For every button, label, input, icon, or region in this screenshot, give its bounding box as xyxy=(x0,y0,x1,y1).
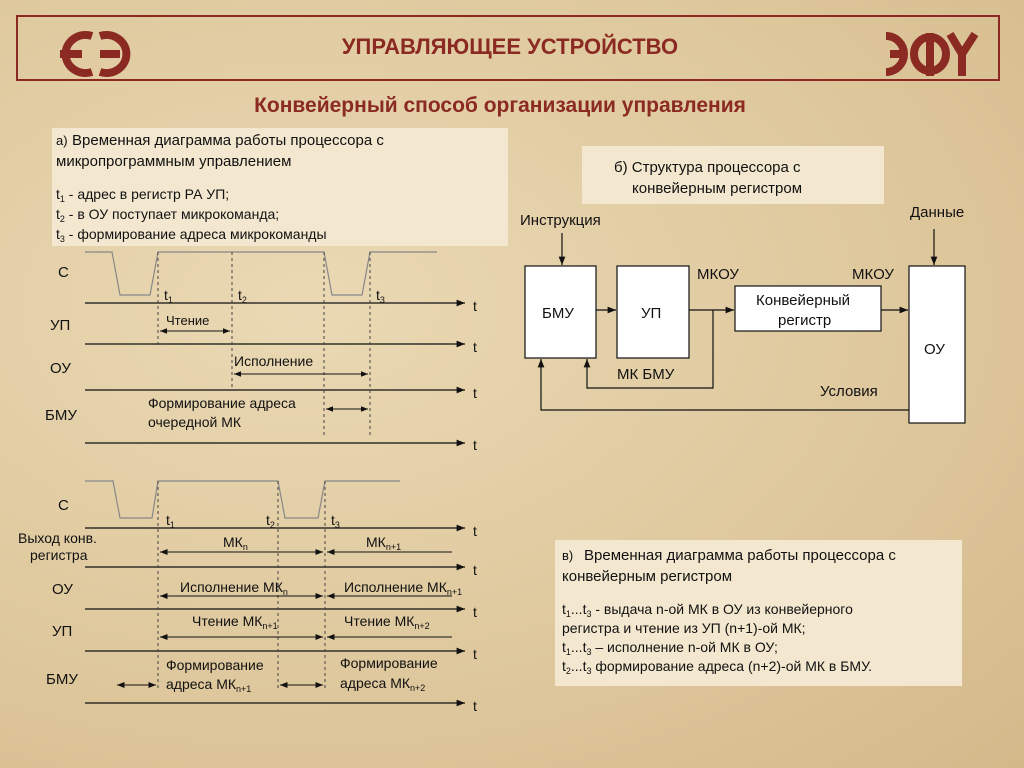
b-pipe-label-2: регистр xyxy=(778,312,831,329)
b-caption-1: б) Структура процессора с xyxy=(614,159,801,176)
a-note-1: t1 - адрес в регистр РА УП; xyxy=(56,186,229,204)
c-form-n2-label-2: адреса МКn+2 xyxy=(340,675,425,693)
a-exec-label: Исполнение xyxy=(234,353,313,369)
logo-right-icon xyxy=(885,31,979,76)
c-t-label-1: t xyxy=(473,523,477,539)
c-exec-n1-label: Исполнение МКn+1 xyxy=(344,579,462,597)
a-t-label-4: t xyxy=(473,437,477,453)
c-row-bmu: БМУ xyxy=(46,671,78,688)
panel-b-caption xyxy=(582,146,884,204)
a-caption-2: микропрограммным управлением xyxy=(56,153,291,170)
a-note-2: t2 - в ОУ поступает микрокоманда; xyxy=(56,206,279,224)
c-t-label-5: t xyxy=(473,698,477,714)
c-exec-n-label: Исполнение МКn xyxy=(180,579,288,597)
c-t-label-3: t xyxy=(473,604,477,620)
a-t-label-2: t xyxy=(473,339,477,355)
a-mark-t3: t3 xyxy=(376,287,385,305)
page-subtitle: Конвейерный способ организации управлени… xyxy=(254,94,746,117)
b-mk-bmu-label: МК БМУ xyxy=(617,366,675,383)
c-t-label-4: t xyxy=(473,646,477,662)
b-up-block xyxy=(616,265,690,359)
panel-a-caption xyxy=(52,128,508,246)
b-ou-block xyxy=(908,265,966,424)
c-mark-t3: t3 xyxy=(331,512,340,530)
c-mkn-label: МКn xyxy=(223,534,248,552)
b-bmu-block xyxy=(524,265,597,359)
b-mkou-label-1: МКОУ xyxy=(697,266,739,283)
v-caption-2: конвейерным регистром xyxy=(562,568,732,585)
c-row-up: УП xyxy=(52,623,72,640)
b-pipe-register-block xyxy=(734,285,882,332)
a-t-label-1: t xyxy=(473,298,477,314)
a-note-3: t3 - формирование адреса микрокоманды xyxy=(56,226,327,244)
panel-v-caption xyxy=(555,540,962,686)
v-line-1: t1...t3 - выдача n-ой МК в ОУ из конвейе… xyxy=(562,601,853,619)
v-line-3: t1...t3 – исполнение n-ой МК в ОУ; xyxy=(562,639,778,657)
a-mark-t2: t2 xyxy=(238,287,247,305)
c-mkn1-label: МКn+1 xyxy=(366,534,401,552)
a-row-ou: ОУ xyxy=(50,360,71,377)
c-row-out-2: регистра xyxy=(30,547,88,563)
b-conditions-feedback xyxy=(537,359,909,411)
c-mark-t2: t2 xyxy=(266,512,275,530)
a-form-label-2: очередной МК xyxy=(148,414,242,430)
c-t-label-2: t xyxy=(473,562,477,578)
header-frame xyxy=(16,15,1000,81)
a-caption-1: Временная диаграмма работы процессора с xyxy=(72,132,384,149)
a-row-up: УП xyxy=(50,317,70,334)
a-clock-waveform xyxy=(85,251,437,296)
b-pipe-label-1: Конвейерный xyxy=(756,292,850,309)
b-mkou-label-2: МКОУ xyxy=(852,266,894,283)
c-form-n2-label-1: Формирование xyxy=(340,655,438,671)
c-mark-t1: t1 xyxy=(166,512,175,530)
a-prefix: а) xyxy=(56,133,68,148)
v-line-4: t2...t3 формирование адреса (n+2)-ой МК … xyxy=(562,658,872,676)
b-caption-2: конвейерным регистром xyxy=(632,180,802,197)
c-row-c: С xyxy=(58,497,69,514)
logo-left-icon xyxy=(60,31,131,77)
c-row-ou: ОУ xyxy=(52,581,73,598)
b-mk-bmu-feedback xyxy=(583,310,714,389)
c-clock-waveform xyxy=(85,480,400,519)
b-up-label: УП xyxy=(641,305,661,322)
page-title: УПРАВЛЯЮЩЕЕ УСТРОЙСТВО xyxy=(341,34,679,59)
b-instruction-label: Инструкция xyxy=(520,212,601,229)
a-row-c: С xyxy=(58,264,69,281)
a-row-bmu: БМУ xyxy=(45,407,77,424)
a-form-label-1: Формирование адреса xyxy=(148,395,296,411)
b-bmu-label: БМУ xyxy=(542,305,574,322)
b-ou-label: ОУ xyxy=(924,341,945,358)
c-form-n1-label-1: Формирование xyxy=(166,657,264,673)
v-caption-1: Временная диаграмма работы процессора с xyxy=(584,547,896,564)
a-read-label: Чтение xyxy=(166,313,209,328)
b-conditions-label: Условия xyxy=(820,383,878,400)
c-row-out-1: Выход конв. xyxy=(18,530,97,546)
c-form-n1-label-2: адреса МКn+1 xyxy=(166,676,251,694)
c-read-n2-label: Чтение МКn+2 xyxy=(344,613,430,631)
a-mark-t1: t1 xyxy=(164,287,173,305)
v-line-2: регистра и чтение из УП (n+1)-ой МК; xyxy=(562,620,806,636)
b-data-label: Данные xyxy=(910,204,964,221)
a-t-label-3: t xyxy=(473,385,477,401)
v-prefix: в) xyxy=(562,548,573,563)
c-read-n1-label: Чтение МКn+1 xyxy=(192,613,278,631)
